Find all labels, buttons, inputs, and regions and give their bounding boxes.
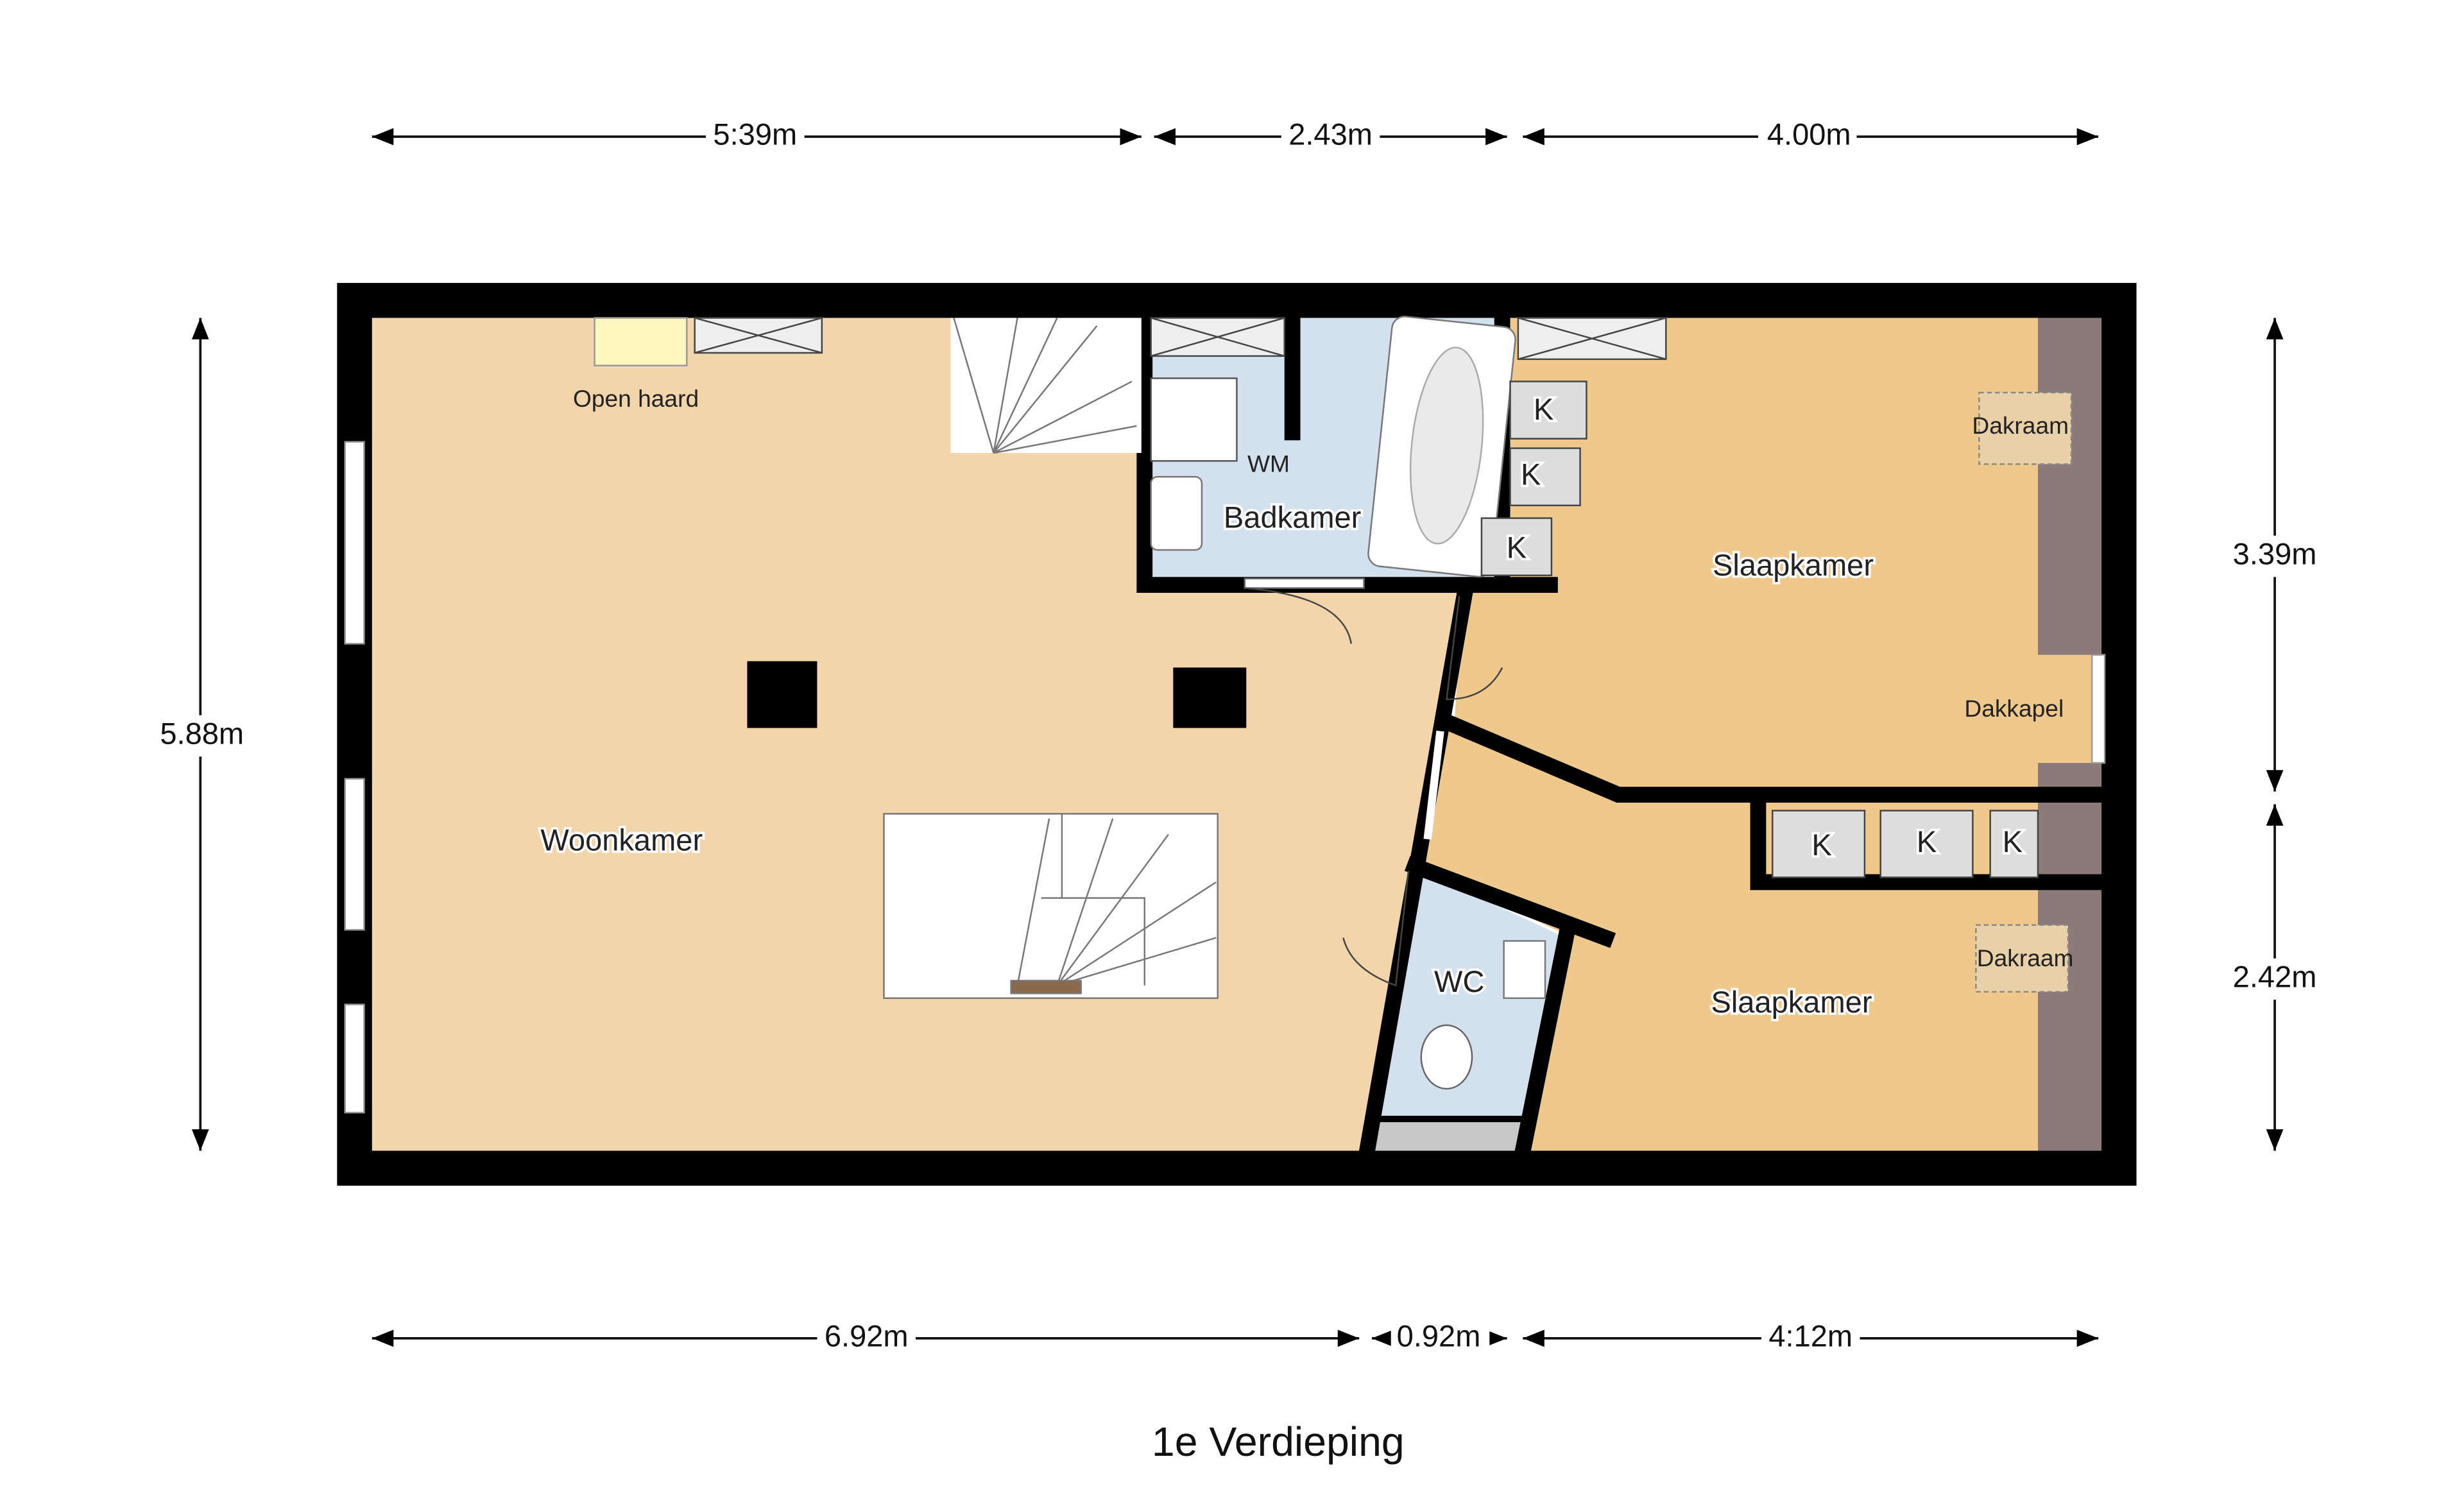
sink (1150, 475, 1203, 551)
dimensions-side: 5.88m 3.39m 2.42m (152, 318, 2324, 1151)
dimension-label: 4.00m (1767, 117, 1851, 151)
wm-label: WM (1247, 450, 1290, 477)
washing-machine (1150, 377, 1238, 462)
wc-right-wall (1513, 928, 1575, 1161)
dimension-label: 5.88m (160, 716, 244, 750)
dakraam (1978, 391, 2073, 465)
kast-label: K (1507, 531, 1527, 565)
kast-label: K (1521, 457, 1541, 491)
dimension-label: 2.42m (2233, 959, 2317, 993)
staircase-top (950, 317, 1142, 454)
open-haard-label: Open haard (573, 385, 699, 412)
staircase-bottom (883, 813, 1219, 999)
dakraam-label: Dakraam (1972, 412, 2069, 439)
wc-sink (1503, 940, 1546, 999)
wc-door[interactable] (1342, 871, 1410, 987)
dimension-label: 5:39m (713, 117, 797, 151)
door[interactable] (1244, 577, 1365, 589)
window (344, 1003, 365, 1114)
room-woonkamer: Woonkamer (540, 823, 703, 857)
closets-top (694, 317, 1667, 361)
window (2091, 654, 2106, 764)
kast-wall-bottom (1750, 794, 2110, 891)
outer-wall (337, 282, 2137, 1186)
room-wc: WC (1434, 964, 1484, 998)
room-slaapkamer-bottom: Slaapkamer (1711, 985, 1872, 1019)
dimension-label: 3.39m (2233, 536, 2317, 570)
dimensions-top: 5:39m 2.43m 4.00m (372, 117, 2099, 156)
room-slaapkamer-top: Slaapkamer (1713, 548, 1874, 582)
column (747, 661, 817, 728)
kast-label: K (1811, 828, 1831, 862)
floor-title: 1e Verdieping (1152, 1419, 1405, 1465)
kast-label: K (1534, 392, 1553, 426)
dimension-label: 4:12m (1768, 1319, 1852, 1353)
kast-label: K (1917, 824, 1937, 858)
door[interactable] (1446, 595, 1503, 701)
kast-group-bottom: K K K (1772, 810, 2039, 878)
badkamer-wall (1136, 310, 1558, 593)
bedroom-divider-wall (1439, 712, 2110, 803)
dakraam (1975, 924, 2069, 993)
dimension-label: 6.92m (825, 1319, 909, 1353)
kast-group-top: K K K (1480, 380, 1587, 577)
dimensions-bottom: 6.92m 0.92m 4:12m (372, 1319, 2099, 1358)
dakraam-label: Dakraam (1977, 944, 2074, 971)
dimension-label: 0.92m (1397, 1319, 1481, 1353)
dimension-label: 2.43m (1288, 117, 1373, 151)
window (344, 778, 365, 931)
storage-floor (1370, 1118, 1530, 1151)
room-badkamer: Badkamer (1224, 500, 1361, 534)
kast-label: K (2003, 824, 2023, 858)
slaapkamer-top-floor (1454, 318, 2038, 795)
dakkapel-notch (2037, 654, 2102, 764)
door[interactable] (1423, 730, 1444, 840)
dakkapel-label: Dakkapel (1964, 695, 2064, 722)
toilet (1420, 1024, 1473, 1090)
column (1173, 667, 1247, 728)
window (344, 441, 365, 645)
wc-wall (1404, 856, 1616, 948)
fireplace (594, 317, 688, 367)
